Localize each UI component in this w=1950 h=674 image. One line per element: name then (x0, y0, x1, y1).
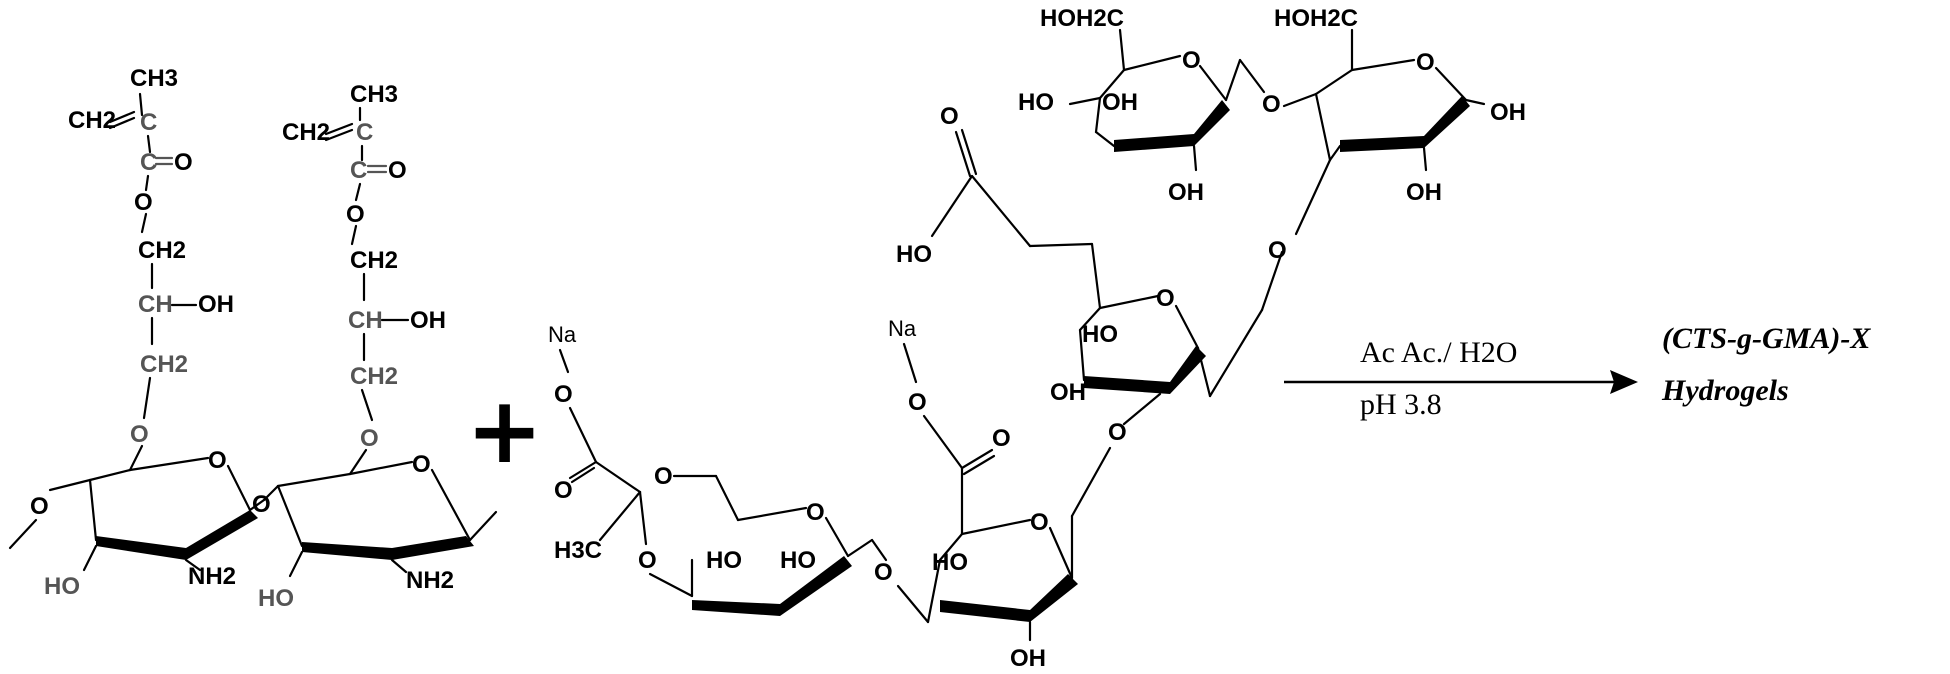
atom-label: O (360, 425, 379, 452)
condition-ph: pH 3.8 (1360, 388, 1442, 421)
atom-label: O (30, 493, 49, 520)
atom-label: O (346, 201, 365, 228)
ring-oxygen: O (412, 451, 431, 478)
atom-label: HO (1018, 89, 1054, 116)
atom-label: CH2 (350, 247, 398, 274)
atom-label: CH2 (350, 363, 398, 390)
atom-label: HOH2C (1274, 5, 1358, 32)
product-name: (CTS-g-GMA)-X (1662, 322, 1871, 355)
atom-label: O (554, 381, 573, 408)
atom-label: HO (44, 573, 80, 600)
atom-label: O (134, 189, 153, 216)
atom-label: HO (706, 547, 742, 574)
atom-label: CH2 (68, 107, 116, 134)
atom-label: OH (1168, 179, 1204, 206)
atom-label: O (654, 463, 673, 490)
atom-label: HO (932, 549, 968, 576)
atom-label: CH3 (130, 65, 178, 92)
atom-label: O (174, 149, 193, 176)
atom-label: C (140, 109, 157, 136)
atom-label: O (130, 421, 149, 448)
chitosan-gma-structure: CH3 CH2 C C O O CH2 CH OH CH2 O O O (8, 65, 498, 612)
atom-label: CH2 (282, 119, 330, 146)
product-type: Hydrogels (1661, 374, 1789, 407)
atom-label: NH2 (406, 567, 454, 594)
atom-label: O (940, 103, 959, 130)
atom-label: H3C (554, 537, 602, 564)
atom-label: OH (1490, 99, 1526, 126)
atom-label: O (1030, 509, 1049, 536)
ring-oxygen: O (208, 447, 227, 474)
arrow-head-icon (1610, 370, 1638, 394)
atom-label: O (806, 499, 825, 526)
atom-label: CH (138, 291, 173, 318)
atom-label: CH (348, 307, 383, 334)
atom-label: O (1108, 419, 1127, 446)
atom-label: O (554, 477, 573, 504)
atom-label: O (638, 547, 657, 574)
atom-label: CH2 (138, 237, 186, 264)
atom-label: O (992, 425, 1011, 452)
atom-label: HO (896, 241, 932, 268)
atom-label: OH (1010, 645, 1046, 672)
atom-label: O (1262, 91, 1281, 118)
atom-label: OH (1102, 89, 1138, 116)
atom-label: O (1268, 237, 1287, 264)
atom-label: CH3 (350, 81, 398, 108)
condition-solvent: Ac Ac./ H2O (1360, 336, 1517, 369)
atom-label: HOH2C (1040, 5, 1124, 32)
atom-label: Na (548, 322, 577, 347)
atom-label: O (1156, 285, 1175, 312)
atom-label: OH (198, 291, 234, 318)
atom-label: Na (888, 316, 917, 341)
atom-label: O (1182, 47, 1201, 74)
atom-label: HO (258, 585, 294, 612)
atom-label: OH (1050, 379, 1086, 406)
reaction-arrow-group: Ac Ac./ H2O pH 3.8 (CTS-g-GMA)-X Hydroge… (1284, 322, 1871, 421)
atom-label: O (874, 559, 893, 586)
atom-label: C (356, 119, 373, 146)
atom-label: C (140, 149, 157, 176)
atom-label: OH (1406, 179, 1442, 206)
atom-label: C (350, 157, 367, 184)
atom-label: CH2 (140, 351, 188, 378)
atom-label: HO (1082, 321, 1118, 348)
atom-label: NH2 (188, 563, 236, 590)
atom-label: O (1416, 49, 1435, 76)
atom-label: HO (780, 547, 816, 574)
atom-label: O (908, 389, 927, 416)
xanthan-structure: Na O O O H3C O O HO HO O Na O O (548, 5, 1526, 672)
atom-label: O (388, 157, 407, 184)
plus-sign: + (466, 377, 543, 484)
atom-label: OH (410, 307, 446, 334)
